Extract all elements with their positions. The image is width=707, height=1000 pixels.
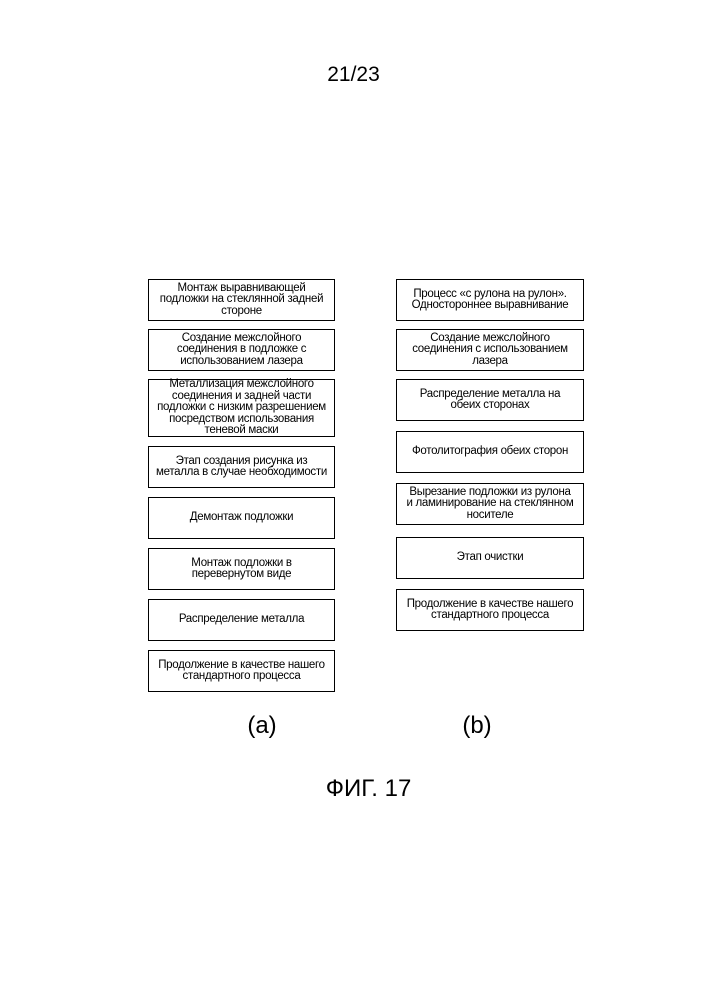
step-b-5: Вырезание подложки из рулона и ламиниров… (396, 483, 584, 525)
step-a-6: Монтаж подложки в перевернутом виде (148, 548, 335, 590)
step-b-6: Этап очистки (396, 537, 584, 579)
figure-caption: ФИГ. 17 (0, 775, 707, 803)
step-a-2: Создание межслойного соединения в подлож… (148, 329, 335, 371)
column-a-label: (a) (222, 712, 302, 740)
step-a-7: Распределение металла (148, 599, 335, 641)
page-number: 21/23 (0, 63, 707, 87)
column-b-label: (b) (437, 712, 517, 740)
step-b-2: Создание межслойного соединения с исполь… (396, 329, 584, 371)
step-a-4: Этап создания рисунка из металла в случа… (148, 446, 335, 488)
step-b-1: Процесс «с рулона на рулон». Односторонн… (396, 279, 584, 321)
step-b-3: Распределение металла на обеих сторонах (396, 379, 584, 421)
step-a-3: Металлизация межслойного соединения и за… (148, 379, 335, 437)
step-b-7: Продолжение в качестве нашего стандартно… (396, 589, 584, 631)
step-a-5: Демонтаж подложки (148, 497, 335, 539)
step-a-1: Монтаж выравнивающей подложки на стеклян… (148, 279, 335, 321)
step-b-4: Фотолитография обеих сторон (396, 431, 584, 473)
step-a-8: Продолжение в качестве нашего стандартно… (148, 650, 335, 692)
